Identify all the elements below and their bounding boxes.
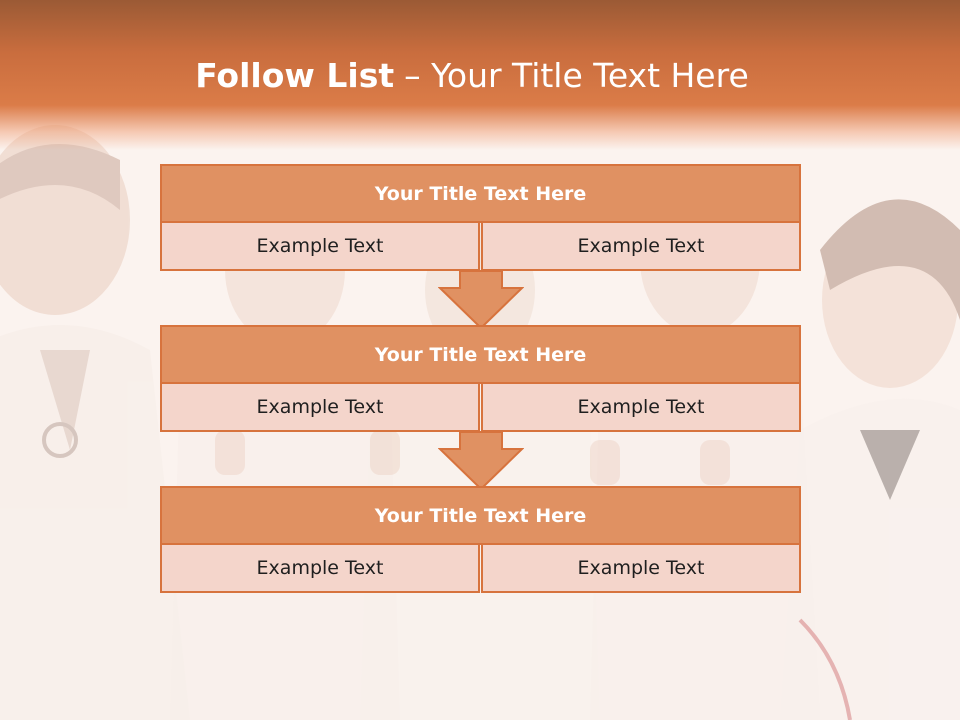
flow-block-left-text: Example Text <box>160 221 480 271</box>
flow-block-title: Your Title Text Here <box>160 325 801 384</box>
slide-title-bold: Follow List <box>195 56 395 95</box>
flow-block-right-text: Example Text <box>481 543 801 593</box>
flow-block-left-text: Example Text <box>160 543 480 593</box>
flow-block-right-text: Example Text <box>481 221 801 271</box>
flow-block-title: Your Title Text Here <box>160 486 801 545</box>
follow-list: Your Title Text Here Example Text Exampl… <box>160 164 801 594</box>
slide-title-rest: – Your Title Text Here <box>404 56 749 95</box>
slide-title: Follow List– Your Title Text Here <box>0 54 944 98</box>
down-arrow-icon <box>438 270 524 330</box>
down-arrow-icon <box>438 431 524 491</box>
flow-block-title: Your Title Text Here <box>160 164 801 223</box>
flow-block-right-text: Example Text <box>481 382 801 432</box>
header-bar <box>0 0 960 150</box>
flow-block-left-text: Example Text <box>160 382 480 432</box>
